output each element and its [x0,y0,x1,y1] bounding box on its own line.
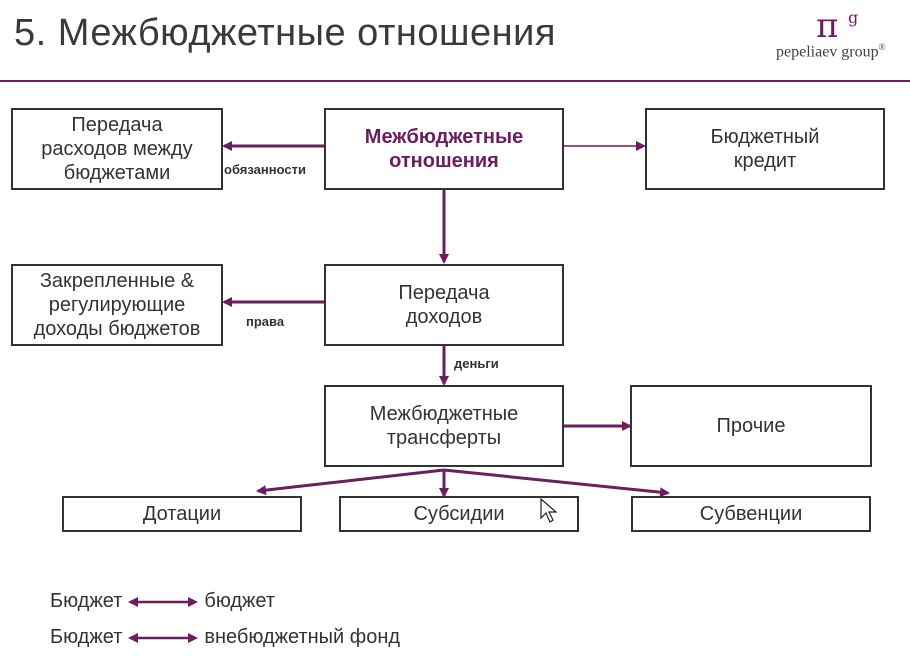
logo-superscript: g [848,8,859,27]
logo-text: pepeliaev group® [776,42,886,61]
box-subventions: Субвенции [631,496,871,532]
legend-row-budget-fund: Бюджет внебюджетный фонд [50,626,400,649]
box-subsidies: Субсидии [339,496,579,532]
legend-left-label: Бюджет [50,590,123,612]
pepeliaev-logo: π g pepeliaev group® [770,6,900,66]
box-interbudget-relations: Межбюджетные отношения [324,108,564,190]
box-transfer-expenses: Передача расходов между бюджетами [11,108,223,190]
box-budget-credit: Бюджетный кредит [645,108,885,190]
legend-right-label: бюджет [204,590,276,612]
box-interbudget-transfers: Межбюджетные трансферты [324,385,564,467]
arrow-to-subventions [443,468,670,498]
edge-label-money: деньги [454,356,499,371]
edge-label-rights: права [246,314,285,329]
header-divider [0,80,910,82]
box-other: Прочие [630,385,872,467]
arrow-to-grants [256,468,445,496]
edge-label-duties: обязанности [224,162,306,177]
mouse-cursor-icon [540,498,558,523]
legend-left-label: Бюджет [50,626,123,648]
double-arrow-icon [128,632,199,643]
box-grants: Дотации [62,496,302,532]
box-transfer-income: Передача доходов [324,264,564,346]
box-fixed-income: Закрепленные & регулирующие доходы бюдже… [11,264,223,346]
double-arrow-icon [128,596,199,607]
legend-row-budget-budget: Бюджет бюджет [50,590,275,613]
page-title: 5. Межбюджетные отношения [14,12,556,54]
logo-symbol: π [816,6,839,46]
legend-right-label: внебюджетный фонд [204,626,401,648]
